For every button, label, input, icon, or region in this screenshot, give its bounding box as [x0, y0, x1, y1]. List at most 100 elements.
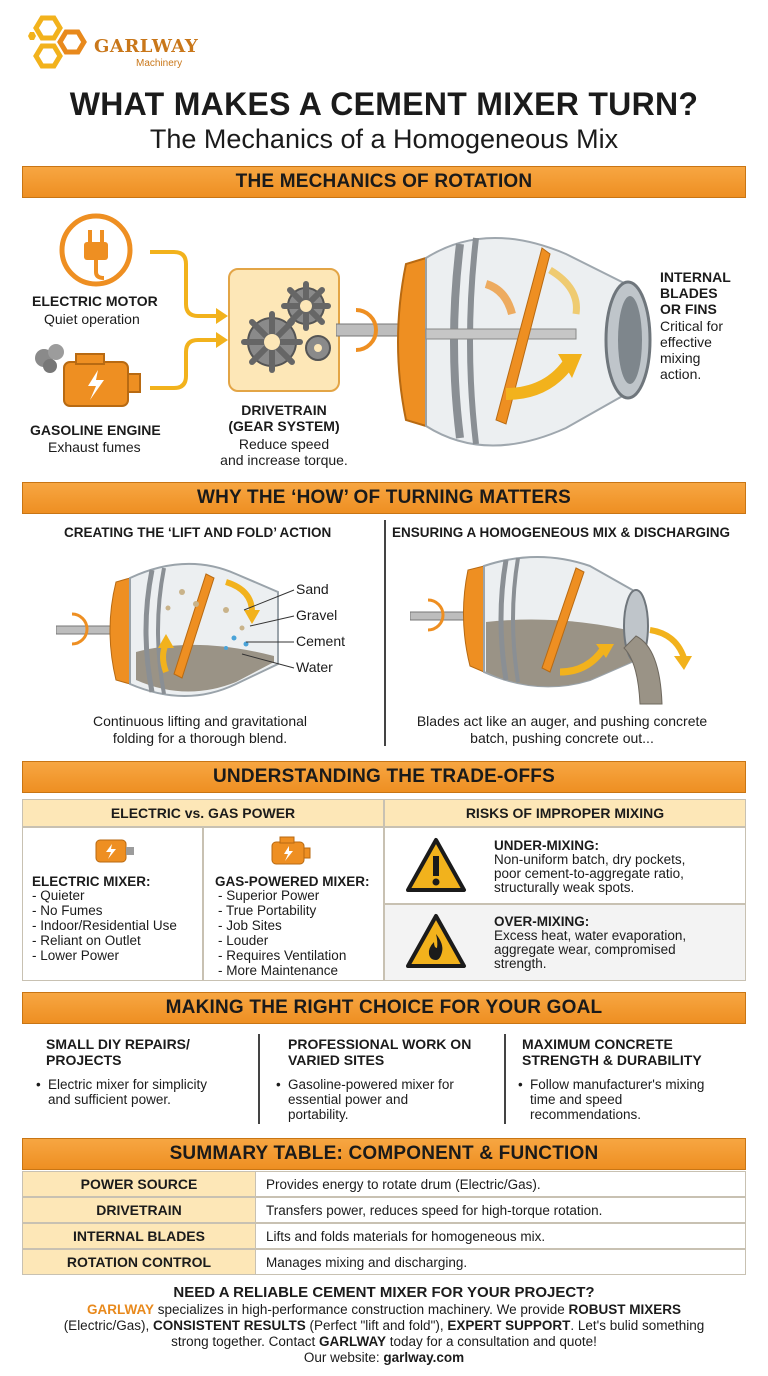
gas-item-6: - More Maintenance [218, 963, 339, 978]
material-gravel: Gravel [296, 607, 338, 623]
pro-title-2: VARIED SITES [288, 1052, 385, 1068]
electric-motor-icon [95, 839, 134, 863]
footer-bold-3: EXPERT SUPPORT [447, 1318, 571, 1333]
diy-text-1: Electric mixer for simplicity [48, 1077, 208, 1092]
mixer-drum-illustration [336, 236, 652, 447]
electric-item-3: - Indoor/Residential Use [32, 918, 177, 933]
strength-title-1: MAXIMUM CONCRETE [522, 1036, 673, 1052]
gas-item-1: - Superior Power [218, 888, 320, 903]
under-mixing-title: UNDER-MIXING: [494, 838, 599, 853]
gas-item-3: - Job Sites [218, 918, 282, 933]
over-line-2: aggregate wear, compromised [494, 942, 676, 957]
over-line-1: Excess heat, water evaporation, [494, 928, 687, 943]
pro-title-1: PROFESSIONAL WORK ON [288, 1036, 472, 1052]
electric-vs-gas-head: ELECTRIC vs. GAS POWER [22, 799, 384, 827]
section-tradeoffs-header: UNDERSTANDING THE TRADE-OFFS [22, 761, 746, 793]
electric-motor-title: ELECTRIC MOTOR [32, 293, 158, 309]
table-value: Manages mixing and discharging. [256, 1249, 746, 1275]
footer-text-6: today for a consultation and quote! [385, 1334, 597, 1349]
under-line-2: poor cement-to-aggregate ratio, [494, 866, 684, 881]
blades-title-1: INTERNAL [660, 269, 731, 285]
electric-item-5: - Lower Power [32, 948, 120, 963]
discharge-drum-illustration [410, 556, 692, 705]
fire-warning-icon [406, 914, 466, 968]
page-title: WHAT MAKES A CEMENT MIXER TURN? [69, 86, 699, 122]
drivetrain-desc-1: Reduce speed [238, 436, 330, 452]
gas-mixer-title: GAS-POWERED MIXER: [215, 874, 370, 889]
brand-sub: Machinery [136, 58, 183, 69]
gas-item-4: - Louder [218, 933, 269, 948]
drivetrain-desc-2: and increase torque. [220, 452, 348, 468]
website-link[interactable]: garlway.com [383, 1350, 465, 1365]
section-choice-header: MAKING THE RIGHT CHOICE FOR YOUR GOAL [22, 992, 746, 1024]
material-sand: Sand [296, 581, 329, 597]
discharge-caption-1: Blades act like an auger, and pushing co… [416, 713, 708, 729]
drivetrain-title-1: DRIVETRAIN [241, 402, 327, 418]
footer-text-1: specializes in high-performance construc… [154, 1302, 569, 1317]
material-leader-lines [241, 589, 295, 669]
pro-text-3: portability. [288, 1107, 349, 1122]
table-key: INTERNAL BLADES [22, 1223, 256, 1249]
gears-icon [241, 281, 331, 373]
under-line-1: Non-uniform batch, dry pockets, [494, 852, 686, 867]
diy-title-1: SMALL DIY REPAIRS/ [46, 1036, 190, 1052]
footer-text-4: . Let's bulid something [570, 1318, 705, 1333]
gas-engine-small-icon [271, 836, 311, 865]
pro-text-1: Gasoline-powered mixer for [288, 1077, 454, 1092]
material-cement: Cement [296, 633, 346, 649]
gas-engine-title: GASOLINE ENGINE [30, 422, 161, 438]
footer-text-3: (Perfect "lift and fold"), [305, 1318, 448, 1333]
strength-title-2: STRENGTH & DURABILITY [522, 1052, 702, 1068]
choice-divider-1 [258, 1034, 260, 1124]
strength-bullet: • [518, 1077, 523, 1092]
electric-item-2: - No Fumes [32, 903, 103, 918]
strength-text-1: Follow manufacturer's mixing [530, 1077, 705, 1092]
blades-title-3: OR FINS [660, 301, 717, 317]
gas-engine-desc: Exhaust fumes [48, 439, 141, 455]
diy-text-2: and sufficient power. [48, 1092, 171, 1107]
table-key: ROTATION CONTROL [22, 1249, 256, 1275]
blades-desc-4: action. [660, 366, 702, 382]
material-water: Water [296, 659, 333, 675]
table-key: DRIVETRAIN [22, 1197, 256, 1223]
choice-divider-2 [504, 1034, 506, 1124]
footer-bold-1: ROBUST MIXERS [568, 1302, 681, 1317]
section-rotation-header: THE MECHANICS OF ROTATION [22, 166, 746, 198]
table-value: Transfers power, reduces speed for high-… [256, 1197, 746, 1223]
lift-fold-drum-illustration [56, 562, 279, 697]
table-row: POWER SOURCE Provides energy to rotate d… [22, 1171, 746, 1197]
hexagon-logo-icon [28, 15, 87, 69]
table-row: ROTATION CONTROL Manages mixing and disc… [22, 1249, 746, 1275]
risks-head: RISKS OF IMPROPER MIXING [384, 799, 746, 827]
section-how-header: WHY THE ‘HOW’ OF TURNING MATTERS [22, 482, 746, 514]
over-line-3: strength. [494, 956, 547, 971]
lift-fold-title: CREATING THE ‘LIFT AND FOLD’ ACTION [64, 525, 332, 540]
diy-bullet: • [36, 1077, 41, 1092]
lift-fold-caption-1: Continuous lifting and gravitational [92, 713, 308, 729]
footer-text-5: strong together. Contact [171, 1334, 319, 1349]
footer-brand: GARLWAY [87, 1302, 155, 1317]
footer-bold-2: CONSISTENT RESULTS [152, 1318, 306, 1333]
footer-body: GARLWAY specializes in high-performance … [20, 1302, 748, 1366]
table-key: POWER SOURCE [22, 1171, 256, 1197]
brand-name: GARLWAY [94, 36, 199, 57]
discharge-caption-2: batch, pushing concrete out... [470, 730, 654, 746]
section2-divider [384, 520, 386, 746]
strength-text-3: recommendations. [530, 1107, 642, 1122]
blades-desc-2: effective [660, 334, 712, 350]
brand-logo: GARLWAY Machinery [22, 14, 198, 78]
electric-item-1: - Quieter [32, 888, 85, 903]
under-line-3: structurally weak spots. [494, 880, 635, 895]
website-label: Our website: [303, 1350, 384, 1365]
engine-icon [35, 344, 141, 407]
warning-icon [406, 838, 466, 892]
over-mixing-title: OVER-MIXING: [494, 914, 590, 929]
diy-title-2: PROJECTS [46, 1052, 122, 1068]
drivetrain-box [228, 268, 340, 392]
electric-mixer-title: ELECTRIC MIXER: [32, 874, 151, 889]
strength-text-2: time and speed [530, 1092, 623, 1107]
gas-item-5: - Requires Ventilation [218, 948, 347, 963]
blades-title-2: BLADES [660, 285, 718, 301]
gas-item-2: - True Portability [218, 903, 317, 918]
pro-text-2: essential power and [288, 1092, 409, 1107]
